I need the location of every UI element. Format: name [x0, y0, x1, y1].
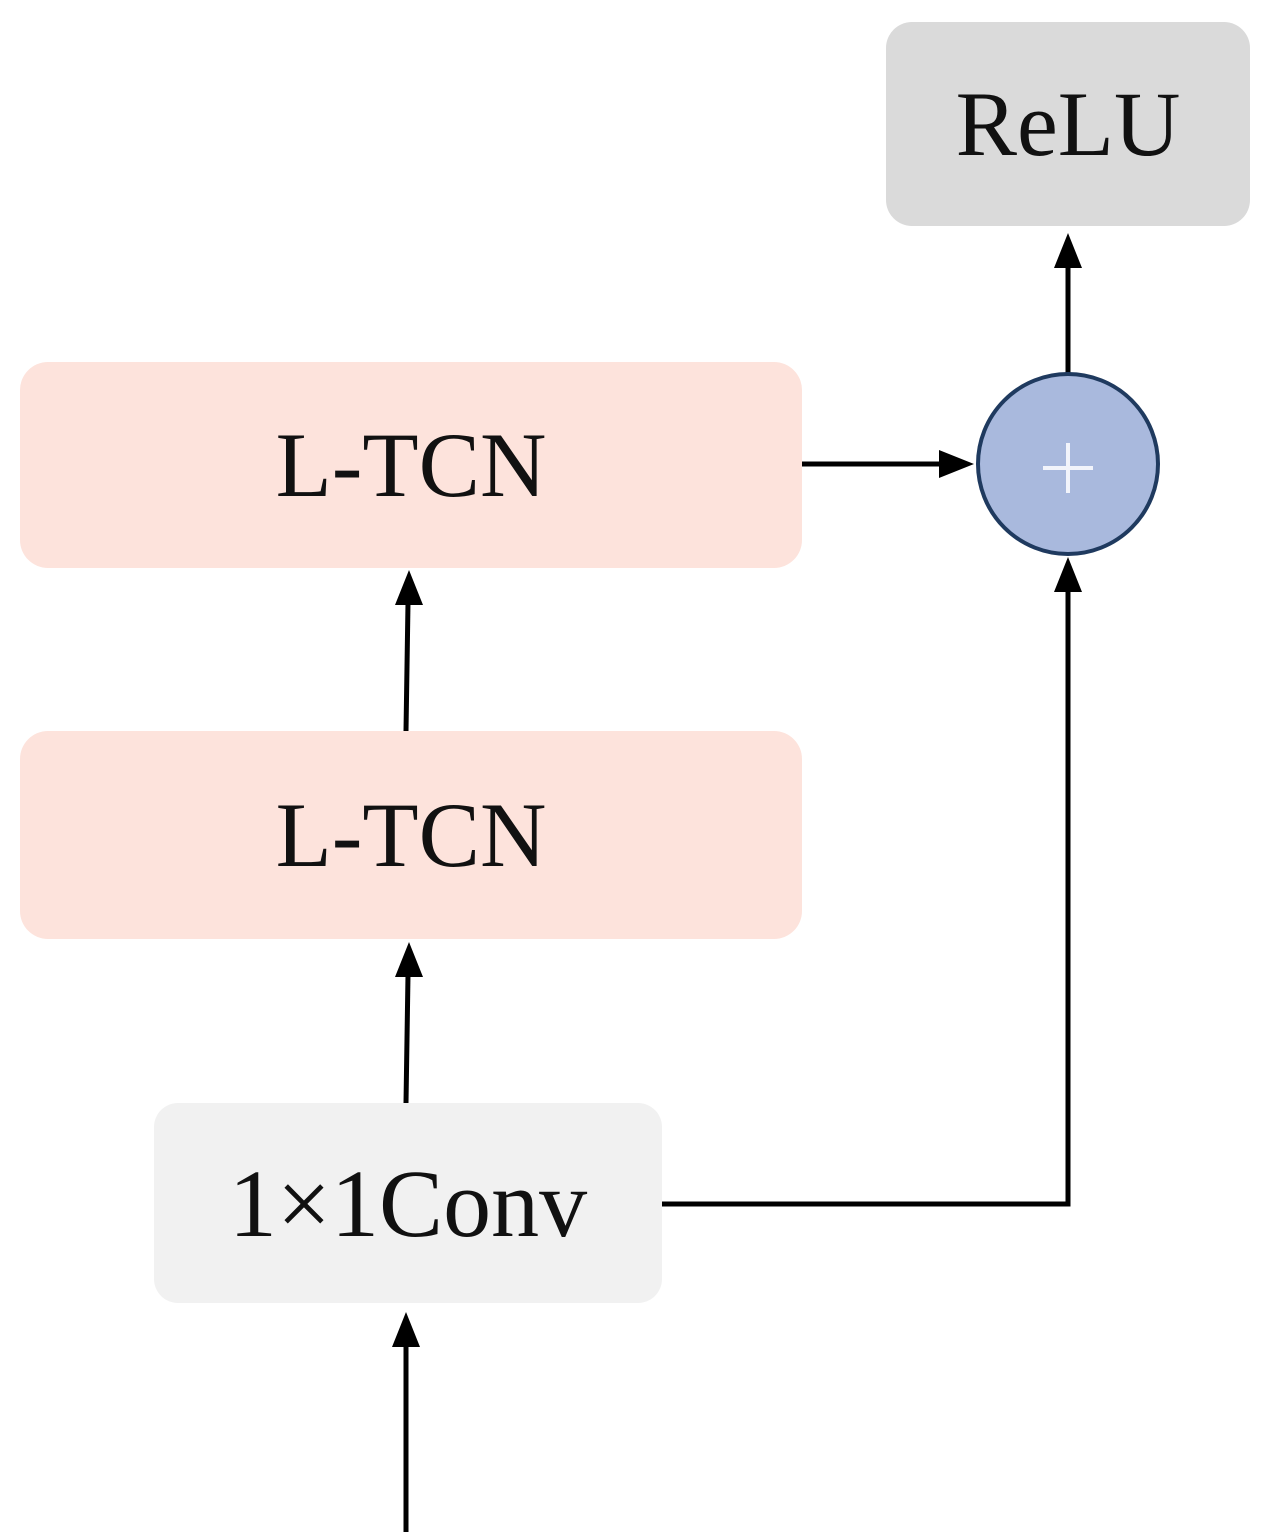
- ltcn-block-bottom: L-TCN: [20, 731, 802, 939]
- conv-1x1-block: 1×1Conv: [154, 1103, 662, 1303]
- arrowhead-skip-to-sum: [1054, 557, 1082, 592]
- arrowhead-conv-to-ltcn-bottom: [395, 942, 423, 977]
- conv-label: 1×1Conv: [228, 1149, 588, 1257]
- relu-block: ReLU: [886, 22, 1250, 226]
- arrowhead-ltcn-top-to-sum: [939, 450, 974, 478]
- plus-icon: [1043, 443, 1093, 493]
- arrowhead-input-to-conv: [392, 1312, 420, 1347]
- ltcn-bottom-label: L-TCN: [275, 784, 547, 886]
- arrow-ltcn-bottom-to-ltcn-top: [403, 602, 411, 732]
- skip-connection-conv-to-sum: [662, 592, 1071, 1207]
- arrowhead-ltcn-bottom-to-ltcn-top: [395, 570, 423, 605]
- relu-label: ReLU: [955, 73, 1181, 175]
- arrow-conv-to-ltcn-bottom: [403, 974, 411, 1104]
- ltcn-top-label: L-TCN: [275, 414, 547, 516]
- ltcn-block-top: L-TCN: [20, 362, 802, 568]
- arrowhead-sum-to-relu: [1054, 233, 1082, 268]
